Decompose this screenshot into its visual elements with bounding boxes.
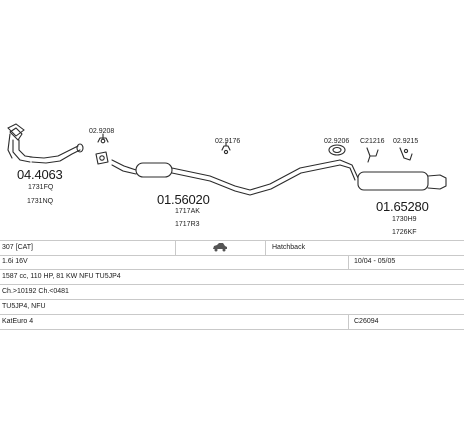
oem-code-3a: 1730H9 [392,216,417,223]
table-row: Ch.>10192 Ch.<0481 [0,285,464,300]
middle-silencer-pipe [111,159,341,196]
oem-code-1a: 1731FQ [28,184,54,191]
exhaust-system-drawing [7,123,447,196]
accessory-number-4: C21216 [360,138,385,145]
table-row: 1587 cc, 110 HP, 81 KW NFU TU5JP4 [0,270,464,285]
oem-code-3b: 1726KF [392,229,417,236]
body-type-cell: Hatchback [272,244,306,251]
table-row: TU5JP4, NFU [0,300,464,315]
engine-code-cell: TU5JP4, NFU [2,303,46,310]
part-number-2: 01.56020 [157,192,210,207]
chassis-cell: Ch.>10192 Ch.<0481 [2,288,69,295]
clamp-02-9206 [328,144,346,156]
norm-cell: KatEuro 4 [2,318,34,325]
specs-cell: 1587 cc, 110 HP, 81 KW NFU TU5JP4 [2,273,121,280]
hanger-02-9208 [97,137,109,144]
part-number-3: 01.65280 [376,199,429,214]
accessory-number-3: 02.9206 [324,138,350,145]
hanger-02-9176 [221,145,231,155]
accessory-number-5: 02.9215 [393,138,419,145]
manifold-icon [7,123,25,137]
table-row: KatEuro 4 C26094 [0,315,464,330]
part-number-1: 04.4063 [17,167,63,182]
catalytic-converter-pipe [7,127,84,164]
hanger-c21216 [366,147,379,163]
engine-cell: 1.6i 16V [2,258,28,265]
accessory-number-2: 02.9176 [215,138,241,145]
exhaust-diagram: 04.4063 1731FQ 1731NQ 01.56020 1717AK 17… [7,123,447,236]
hanger-02-9215 [399,147,413,161]
model-cell: 307 [CAT] [2,244,33,251]
years-cell: 10/04 - 05/05 [354,258,396,265]
oem-code-2a: 1717AK [175,208,200,215]
car-body-icon [212,242,228,254]
oem-code-1b: 1731NQ [27,198,54,205]
catalog-cell: C26094 [354,318,379,325]
rear-silencer [339,159,447,191]
oem-code-2b: 1717R3 [175,221,200,228]
accessory-number-1: 02.9208 [89,128,115,135]
table-row: 307 [CAT] Hatchback [0,240,464,256]
flange-gasket [95,151,109,165]
table-row: 1.6i 16V 10/04 - 05/05 [0,255,464,270]
